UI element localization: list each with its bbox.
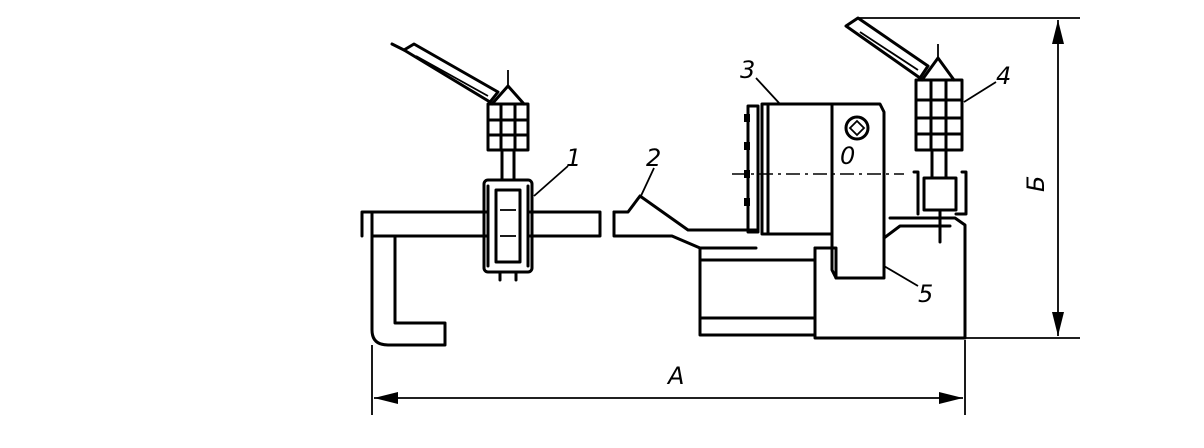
left-bar	[370, 210, 602, 238]
lever-part-2	[612, 194, 758, 250]
motor-part-3	[744, 102, 834, 236]
label-part-1: 1	[566, 144, 581, 172]
label-center: 0	[840, 142, 855, 170]
left-bracket	[360, 210, 447, 347]
pulley-part-1	[482, 178, 534, 282]
housing-part-5	[830, 102, 952, 280]
label-part-4: 4	[996, 62, 1011, 90]
label-part-3: 3	[740, 56, 755, 84]
label-dimension-b: Б	[1022, 176, 1050, 192]
dimension-b	[858, 17, 1080, 339]
label-part-2: 2	[646, 144, 661, 172]
label-dimension-a: А	[666, 362, 684, 390]
label-part-5: 5	[918, 280, 933, 308]
base-frame	[698, 216, 967, 340]
right-switch-handle	[844, 16, 968, 244]
left-switch-handle	[390, 42, 530, 182]
dimension-a	[371, 340, 966, 415]
leader-lines	[533, 77, 997, 287]
